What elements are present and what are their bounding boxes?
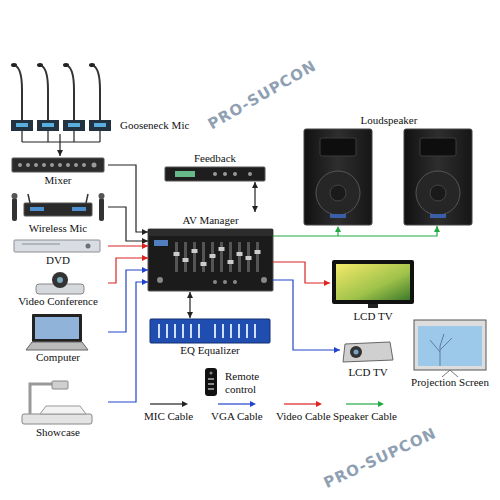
cable-line: [273, 226, 437, 236]
device-label: Computer: [36, 351, 80, 364]
projector-node: LCD TV: [340, 338, 396, 379]
device-label: Video Conference: [18, 295, 98, 308]
cable-connector: [108, 255, 148, 283]
cable-connector: [108, 243, 148, 249]
arrow-head: [142, 243, 148, 249]
cable-connector: [57, 134, 63, 156]
device-label: Mixer: [45, 174, 72, 187]
remote-control-icon: [205, 368, 217, 396]
cable-line: [108, 207, 148, 241]
device-label: Showcase: [36, 426, 80, 439]
arrow-head: [142, 267, 148, 273]
projector-device: [343, 342, 393, 362]
arrow-head: [434, 226, 440, 232]
arrow-head: [252, 206, 258, 212]
arrow-head: [142, 229, 148, 235]
remote-node: Remote control: [203, 366, 277, 398]
legend-label: Speaker Cable: [333, 410, 397, 423]
device-label: Loudspeaker: [361, 112, 418, 128]
cable-connector: [252, 182, 258, 212]
av-manager-node: AV Manager: [148, 212, 273, 292]
tv-node: LCD TV: [330, 258, 416, 323]
feedback-suppressor: [165, 167, 265, 181]
cable-line: [108, 165, 148, 232]
dvd-node: DVD: [8, 238, 108, 267]
lcd-tv-screen: [332, 260, 414, 308]
cable-line: [108, 282, 148, 402]
arrow-head: [142, 279, 148, 285]
arrow-head: [334, 347, 340, 353]
device-label: Gooseneck Mic: [120, 119, 189, 132]
device-label: Remote control: [225, 370, 277, 396]
device-label: EQ Equalizer: [180, 344, 240, 357]
eq-equalizer-device: [150, 319, 270, 343]
dvd-player: [14, 240, 100, 252]
mixer-device: [12, 158, 104, 172]
gooseneck-mics: [11, 63, 111, 142]
loudspeaker-node: Loudspeaker: [300, 112, 478, 226]
arrow-head: [142, 238, 148, 244]
wireless-mic-node: Wireless Mic: [8, 192, 108, 235]
video-conference-node: Video Conference: [8, 271, 108, 308]
device-label: DVD: [46, 254, 70, 267]
watermark: PRO-SUPCON: [205, 57, 320, 134]
legend-label: VGA Cable: [211, 410, 263, 423]
device-label: LCD TV: [353, 310, 392, 323]
computer-node: Computer: [8, 313, 108, 364]
cable-connector: [108, 267, 148, 332]
laptop-computer: [26, 314, 88, 350]
arrow-head: [252, 182, 258, 188]
legend-label: Video Cable: [276, 410, 331, 423]
arrow-head: [57, 150, 63, 156]
arrow-head: [187, 292, 193, 298]
screen-node: Projection Screen: [408, 318, 492, 389]
device-label: Wireless Mic: [29, 222, 88, 235]
video-conference-camera: [36, 272, 84, 294]
cable-connector: [187, 292, 193, 318]
device-label: AV Manager: [182, 212, 238, 228]
wireless-mic-device: [12, 193, 105, 221]
cable-connector: [273, 262, 330, 286]
device-label: Projection Screen: [411, 376, 489, 389]
equalizer-node: EQ Equalizer: [150, 318, 270, 357]
mic-group: Gooseneck Mic: [10, 62, 189, 134]
legend-label: MIC Cable: [144, 410, 193, 423]
watermark: PRO-SUPCON: [321, 424, 439, 492]
cable-line: [108, 270, 148, 332]
arrow-head: [324, 280, 330, 286]
legend-samples: [150, 401, 384, 407]
arrow-head: [142, 255, 148, 261]
projection-screen-picture: [414, 320, 486, 377]
cable-connector: [273, 226, 440, 236]
av-manager-device: [148, 229, 273, 291]
cable-connector: [273, 280, 340, 353]
showcase-node: Showcase: [8, 378, 108, 439]
loudspeaker-pair: [304, 129, 472, 236]
mixer-node: Mixer: [8, 156, 108, 187]
cable-connector: [108, 165, 148, 235]
cable-line: [273, 280, 340, 350]
arrow-head: [187, 312, 193, 318]
feedback-node: Feedback: [165, 150, 265, 182]
device-label: Feedback: [194, 150, 236, 166]
device-label: LCD TV: [348, 366, 387, 379]
cable-connector: [108, 279, 148, 402]
cable-connector: [108, 207, 148, 244]
document-camera: [22, 381, 92, 424]
